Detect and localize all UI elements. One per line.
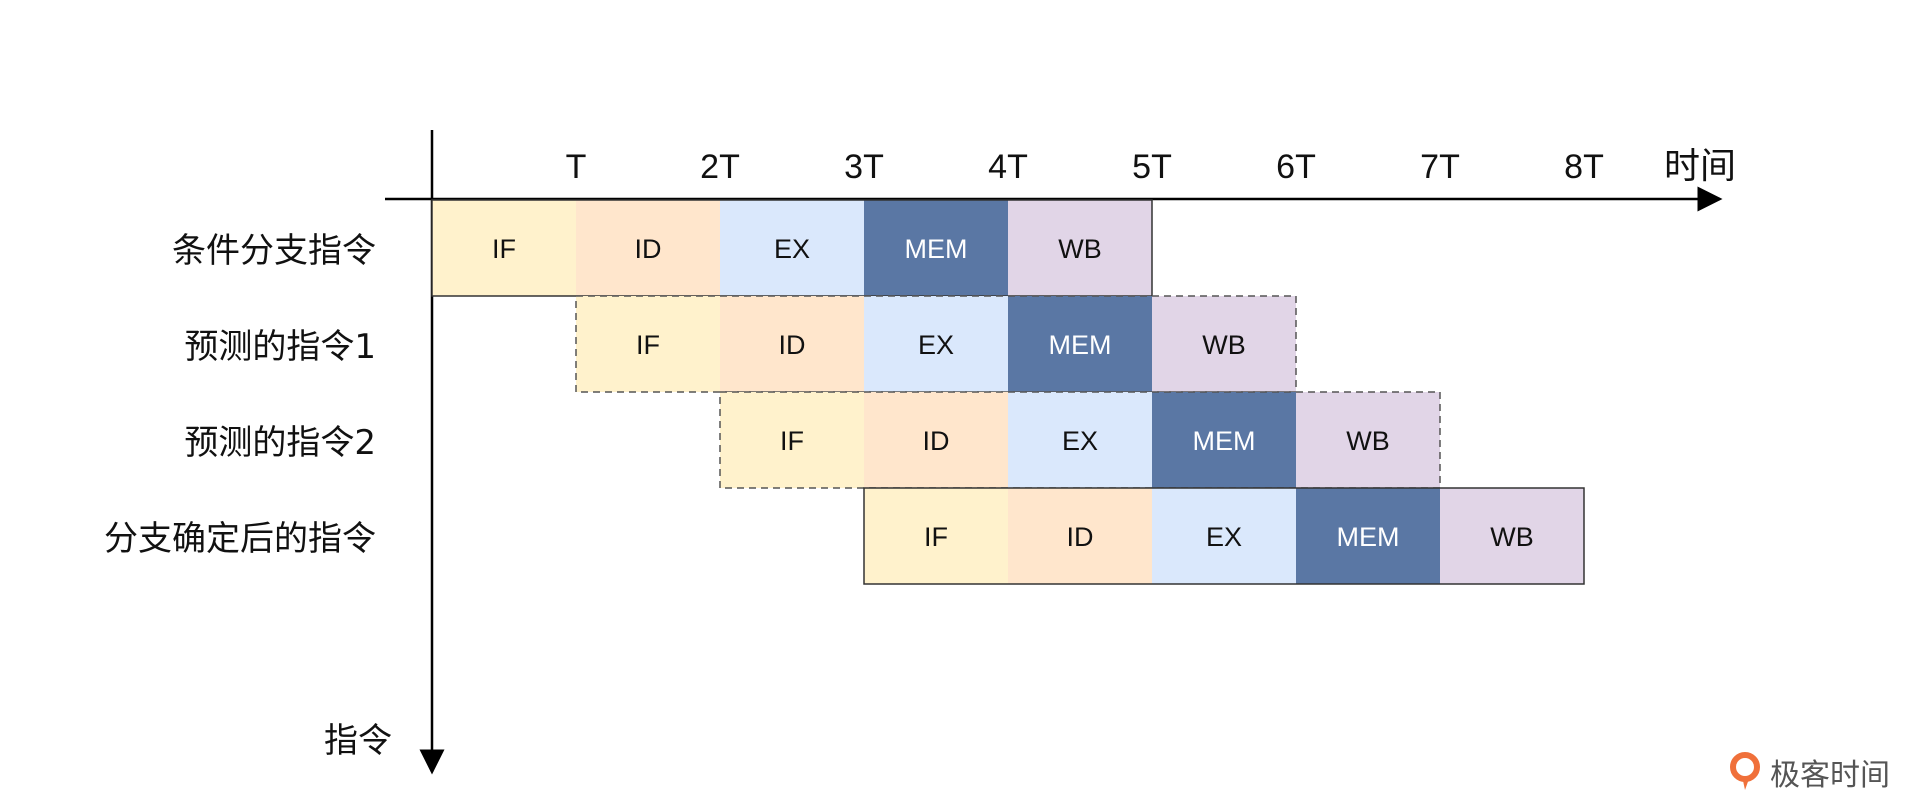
stage-label: WB (1202, 330, 1246, 360)
stage-cell-mem (1296, 488, 1440, 584)
stage-label: ID (779, 330, 806, 360)
stage-label: IF (780, 426, 804, 456)
stage-cell-id (576, 200, 720, 296)
stage-label: EX (1206, 522, 1242, 552)
stage-cell-ex (720, 200, 864, 296)
stage-label: EX (1062, 426, 1098, 456)
time-tick-label: 7T (1420, 148, 1460, 186)
stage-cell-if (864, 488, 1008, 584)
pipeline-row: IF ID EX MEM WB 条件分支指令 (172, 199, 1153, 297)
instruction-axis-label: 指令 (324, 721, 392, 761)
row-label: 预测的指令1 (184, 327, 376, 367)
logo-icon (1730, 752, 1760, 790)
stage-cell-ex (1152, 488, 1296, 584)
stage-cell-ex (1008, 392, 1152, 488)
stage-cell-wb (1296, 392, 1440, 488)
time-tick-label: T (566, 148, 587, 186)
stage-label: IF (924, 522, 948, 552)
time-tick-label: 6T (1276, 148, 1316, 186)
stage-cell-if (720, 392, 864, 488)
time-tick-label: 2T (700, 148, 740, 186)
stage-label: ID (923, 426, 950, 456)
stage-cell-mem (1008, 296, 1152, 392)
stage-cell-wb (1008, 200, 1152, 296)
time-axis-label: 时间 (1664, 146, 1736, 187)
stage-label: WB (1058, 234, 1102, 264)
stage-label: ID (1067, 522, 1094, 552)
row-label: 条件分支指令 (172, 231, 376, 271)
stage-cell-if (432, 200, 576, 296)
pipeline-row: IF ID EX MEM WB 预测的指令1 (184, 295, 1297, 393)
stage-label: WB (1490, 522, 1534, 552)
pipeline-row: IF ID EX MEM WB 分支确定后的指令 (104, 487, 1585, 585)
row-label: 预测的指令2 (184, 423, 376, 463)
stage-cell-ex (864, 296, 1008, 392)
stage-label: MEM (905, 234, 968, 264)
stage-cell-id (720, 296, 864, 392)
stage-cell-wb (1152, 296, 1296, 392)
time-tick-label: 8T (1564, 148, 1604, 186)
logo: 极客时间 (1728, 748, 1890, 796)
time-tick-label: 3T (844, 148, 884, 186)
stage-cell-mem (864, 200, 1008, 296)
pipeline-row: IF ID EX MEM WB 预测的指令2 (184, 391, 1441, 489)
row-border (863, 487, 1585, 585)
time-tick-label: 5T (1132, 148, 1172, 186)
stage-label: MEM (1049, 330, 1112, 360)
stage-cell-if (576, 296, 720, 392)
stage-cell-id (1008, 488, 1152, 584)
stage-cell-mem (1152, 392, 1296, 488)
time-ticks: T 2T 3T 4T 5T 6T 7T 8T (566, 148, 1604, 186)
stage-label: MEM (1193, 426, 1256, 456)
stage-label: IF (492, 234, 516, 264)
row-label: 分支确定后的指令 (104, 519, 376, 559)
stage-label: EX (918, 330, 954, 360)
stage-label: EX (774, 234, 810, 264)
stage-label: IF (636, 330, 660, 360)
time-tick-label: 4T (988, 148, 1028, 186)
stage-label: ID (635, 234, 662, 264)
stage-cell-wb (1440, 488, 1584, 584)
stage-cell-id (864, 392, 1008, 488)
stage-label: WB (1346, 426, 1390, 456)
logo-text: 极客时间 (1770, 758, 1890, 793)
stage-label: MEM (1337, 522, 1400, 552)
